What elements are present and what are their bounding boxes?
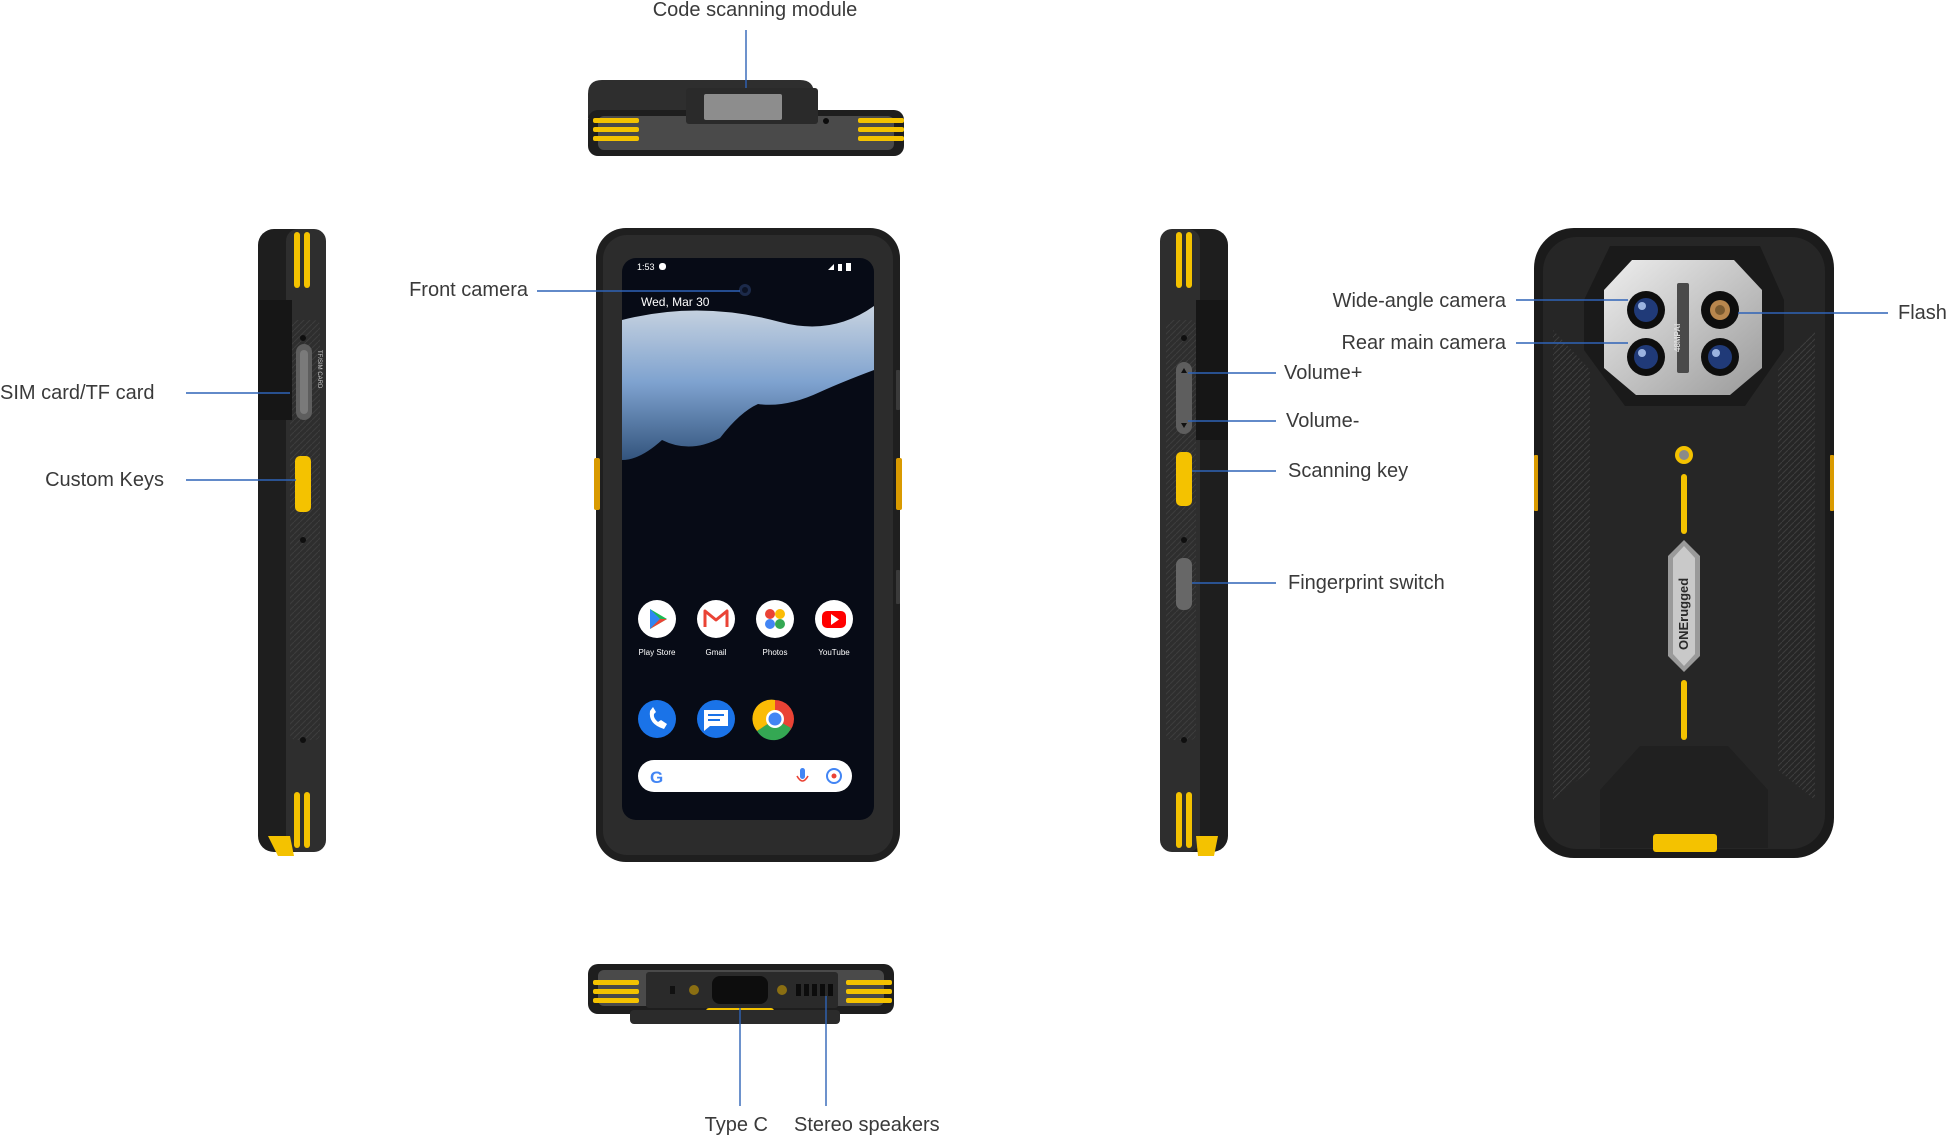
phone-front-view: 1:53 Wed, Mar 30 Play Store Gmail Photos [594, 228, 902, 862]
rear-lens-4 [1701, 338, 1739, 376]
app-play-store[interactable]: Play Store [638, 600, 676, 657]
label-custom-keys: Custom Keys [45, 469, 164, 491]
label-fingerprint-switch: Fingerprint switch [1288, 572, 1445, 594]
phone-back-view: 48MPAI ONErugged [1534, 228, 1834, 858]
sim-slot-text: TF/SIM CARD [316, 350, 322, 389]
phone-left-side-view: TF/SIM CARD [258, 229, 326, 856]
volume-rocker [1176, 362, 1192, 434]
lens-icon [826, 768, 842, 784]
main-camera-lens [1627, 338, 1665, 376]
status-time: 1:53 [637, 262, 655, 272]
custom-key [295, 456, 311, 512]
usb-type-c-port [712, 976, 768, 1004]
brand-logo: ONErugged [1676, 578, 1691, 650]
app-label: Gmail [706, 648, 727, 657]
label-sim-tf-card: SIM card/TF card [0, 382, 155, 404]
app-label: Photos [763, 648, 788, 657]
label-stereo-speakers: Stereo speakers [794, 1114, 940, 1136]
app-messages[interactable] [697, 700, 735, 738]
app-phone[interactable] [638, 700, 676, 738]
label-type-c: Type C [704, 1114, 768, 1136]
phone-top-view [588, 80, 904, 156]
label-front-camera: Front camera [409, 279, 528, 301]
leader-lines [186, 30, 1888, 1106]
code-scanner-window [704, 94, 782, 120]
app-photos[interactable]: Photos [756, 600, 794, 657]
label-wide-angle-camera: Wide-angle camera [1332, 290, 1506, 312]
label-volume-down: Volume- [1286, 410, 1360, 432]
mic-icon [800, 768, 805, 779]
app-label: YouTube [818, 648, 850, 657]
lock-date: Wed, Mar 30 [641, 295, 710, 309]
app-chrome[interactable] [752, 699, 794, 741]
flash-led [1701, 291, 1739, 329]
google-search-bar[interactable]: G [638, 760, 852, 792]
label-flash: Flash [1898, 302, 1947, 324]
label-code-scanning: Code scanning module [652, 0, 858, 21]
label-scanning-key: Scanning key [1288, 460, 1409, 482]
fingerprint-key [1176, 558, 1192, 610]
bottom-yellow-stripes [593, 980, 892, 1003]
scanning-key [1176, 452, 1192, 506]
google-g-icon: G [650, 768, 663, 787]
app-label: Play Store [639, 648, 676, 657]
top-yellow-stripes [593, 118, 904, 141]
label-volume-up: Volume+ [1284, 362, 1363, 384]
phone-right-side-view [1160, 229, 1228, 856]
label-rear-main-camera: Rear main camera [1341, 332, 1506, 354]
camera-badge: 48MPAI [1673, 324, 1682, 352]
wide-angle-lens [1627, 291, 1665, 329]
app-gmail[interactable]: Gmail [697, 600, 735, 657]
app-youtube[interactable]: YouTube [815, 600, 853, 657]
phone-bottom-view [588, 964, 894, 1024]
speaker-grille [796, 984, 833, 996]
